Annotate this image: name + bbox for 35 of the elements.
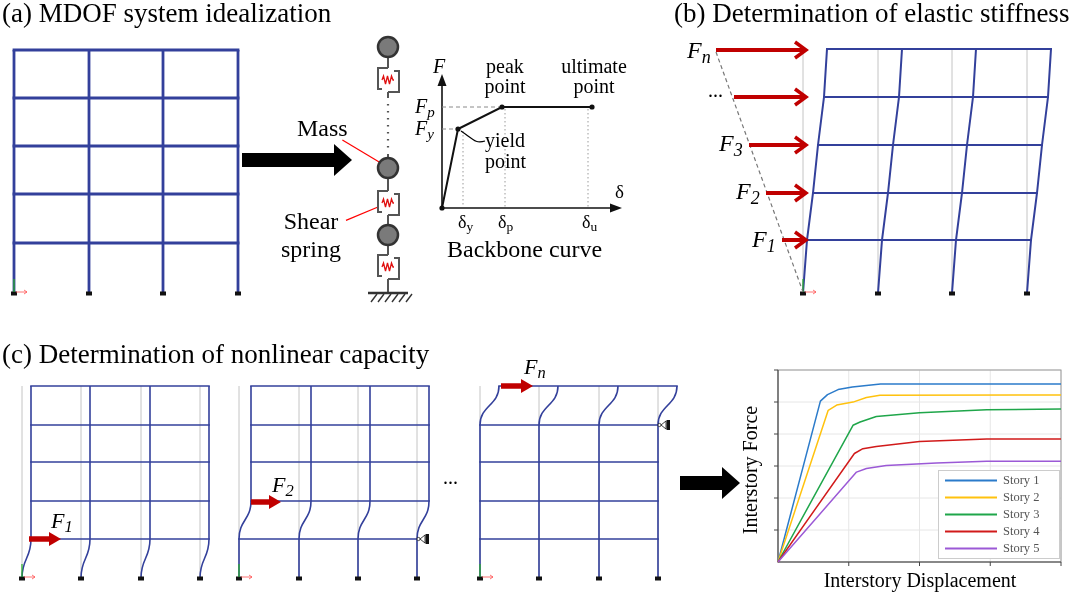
force-label: F$_{2}$: [272, 474, 294, 496]
callout-label: Mass: [297, 116, 348, 140]
legend-label: Story 5: [1003, 542, 1040, 555]
axis-tick-label: δ$_{u}$: [582, 213, 598, 231]
legend-label: Story 2: [1003, 491, 1040, 504]
axis-title: Interstory Displacement: [823, 570, 1017, 590]
force-label: F$_{3}$: [719, 131, 743, 155]
legend-label: Story 1: [1003, 474, 1040, 487]
ellipsis-text: ...: [708, 80, 723, 100]
force-label: F$_{n}$: [524, 356, 546, 378]
point-label: ultimate point: [560, 56, 628, 96]
force-label: F$_{1}$: [51, 510, 73, 532]
ellipsis-text: ...: [443, 467, 458, 487]
building-frame-drawing: [10, 46, 242, 297]
block-arrow: [680, 467, 740, 499]
callout-label: yield point: [485, 130, 533, 172]
panel-title: (b) Determination of elastic stiffness: [674, 0, 1070, 27]
force-label: F$_{1}$: [752, 227, 776, 251]
leader-line: [345, 206, 379, 221]
axis-title: Interstory Force: [740, 405, 760, 535]
legend-label: Story 4: [1003, 525, 1040, 538]
panel-title: (a) MDOF system idealization: [2, 0, 332, 27]
legend-label: Story 3: [1003, 508, 1040, 521]
axis-label: F: [433, 56, 446, 76]
force-label: F$_{n}$: [687, 38, 711, 62]
leader-line: [341, 139, 381, 164]
panel-title: (c) Determination of nonlinear capacity: [2, 341, 430, 368]
building-frame-drawing: [476, 383, 680, 583]
leader-line: [460, 130, 486, 143]
force-label: F$_{2}$: [736, 179, 760, 203]
callout-label: Shear spring: [276, 207, 346, 263]
block-arrow: [242, 144, 352, 176]
point-label: peak point: [483, 56, 527, 96]
axis-label: δ: [615, 182, 624, 201]
plot-caption: Backbone curve: [447, 237, 603, 261]
